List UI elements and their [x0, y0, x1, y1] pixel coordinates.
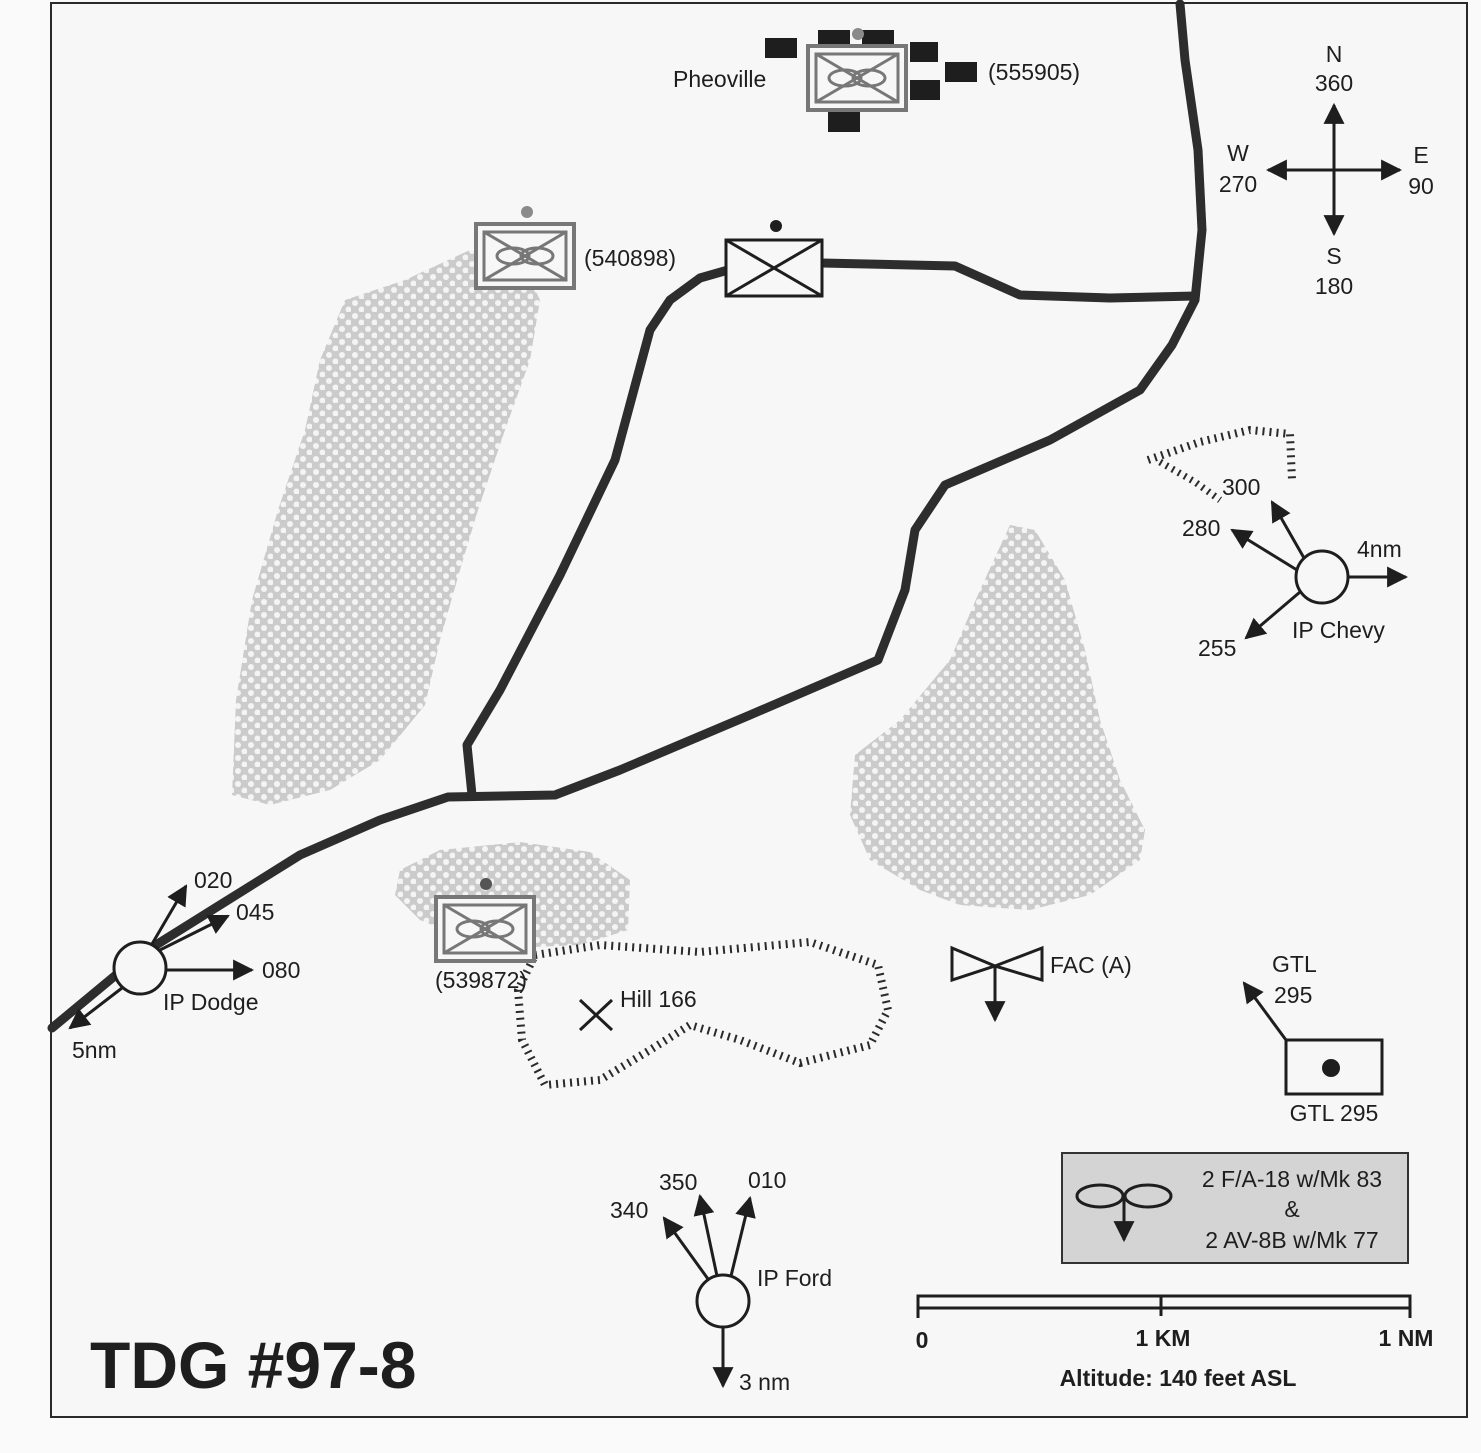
fac-label: FAC (A): [1050, 952, 1132, 978]
ip-ford-distance: 3 nm: [739, 1369, 790, 1395]
main-road: [47, 0, 1207, 1033]
wooded-area-east: [850, 525, 1145, 910]
scale-km: 1 KM: [1136, 1325, 1191, 1351]
ip-dodge-heading-020: 020: [194, 867, 232, 893]
map-title: TDG #97-8: [90, 1328, 416, 1402]
vehicle-icon: [828, 112, 860, 132]
scale-bar: [916, 1294, 1412, 1318]
gtl-symbol: [1242, 981, 1384, 1096]
aircraft-box: [1061, 1152, 1409, 1264]
south-unit-symbol: [434, 878, 536, 963]
unit-size-dot: [770, 220, 782, 232]
gtl-top-label: GTL: [1272, 951, 1317, 977]
south-unit-grid: (539872): [435, 967, 527, 993]
scale-zero: 0: [916, 1327, 929, 1353]
aircraft-line-3: 2 AV-8B w/Mk 77: [1205, 1227, 1378, 1253]
ip-dodge-heading-045: 045: [236, 899, 274, 925]
unit-size-dot: [480, 878, 492, 890]
branch-road: [462, 265, 733, 800]
compass-w: W: [1227, 140, 1249, 166]
north-unit-grid: (540898): [584, 245, 676, 271]
compass-n: N: [1326, 41, 1343, 67]
chevy-approach-arc: [1146, 425, 1296, 481]
compass-rose: [1265, 102, 1403, 237]
ip-chevy-heading-280: 280: [1182, 515, 1220, 541]
ip-dodge-symbol: [68, 884, 255, 1030]
pheoville-unit: [765, 28, 977, 132]
fac-airborne-symbol: [950, 945, 1044, 1023]
ip-dodge-heading-080: 080: [262, 957, 300, 983]
unit-size-dot: [852, 28, 864, 40]
ip-ford-circle: [695, 1273, 751, 1329]
compass-s: S: [1326, 243, 1341, 269]
cross-road: [817, 258, 1200, 303]
ip-ford-symbol: [662, 1193, 756, 1389]
ip-ford-heading-350: 350: [659, 1169, 697, 1195]
hill-166-mark: [578, 998, 614, 1032]
aircraft-icon: [1075, 1183, 1173, 1243]
ip-dodge-distance: 5nm: [72, 1037, 117, 1063]
unit-size-dot: [521, 206, 533, 218]
compass-s-deg: 180: [1315, 273, 1353, 299]
ip-dodge-circle: [112, 940, 168, 996]
ip-chevy-label: IP Chevy: [1292, 617, 1385, 643]
gtl-top-value: 295: [1274, 982, 1312, 1008]
ip-chevy-circle: [1294, 549, 1350, 605]
hill-166-label: Hill 166: [620, 986, 697, 1012]
pheoville-grid: (555905): [988, 59, 1080, 85]
scale-nm: 1 NM: [1379, 1325, 1434, 1351]
vehicle-icon: [945, 62, 977, 82]
ip-chevy-distance: 4nm: [1357, 536, 1402, 562]
vehicle-icon: [910, 80, 940, 100]
aircraft-line-2: &: [1284, 1196, 1299, 1222]
vehicle-icon: [765, 38, 797, 58]
pheoville-name: Pheoville: [673, 66, 766, 92]
ip-ford-heading-010: 010: [748, 1167, 786, 1193]
ip-dodge-label: IP Dodge: [163, 989, 258, 1015]
compass-e-deg: 90: [1408, 173, 1434, 199]
ip-chevy-heading-255: 255: [1198, 635, 1236, 661]
ip-chevy-symbol: [1230, 500, 1409, 640]
north-unit-symbol: [474, 206, 576, 290]
gtl-bottom-label: GTL 295: [1290, 1100, 1379, 1126]
compass-e: E: [1413, 142, 1428, 168]
compass-w-deg: 270: [1219, 171, 1257, 197]
ip-ford-heading-340: 340: [610, 1197, 648, 1223]
altitude-note: Altitude: 140 feet ASL: [1060, 1365, 1297, 1391]
ip-chevy-heading-300: 300: [1222, 474, 1260, 500]
vehicle-icon: [910, 42, 938, 62]
wooded-area-west: [232, 250, 540, 805]
road-network: [47, 0, 1207, 1033]
compass-n-deg: 360: [1315, 70, 1353, 96]
aircraft-line-1: 2 F/A-18 w/Mk 83: [1202, 1166, 1382, 1192]
infantry-unit-symbol: [724, 220, 824, 298]
ip-ford-label: IP Ford: [757, 1265, 832, 1291]
